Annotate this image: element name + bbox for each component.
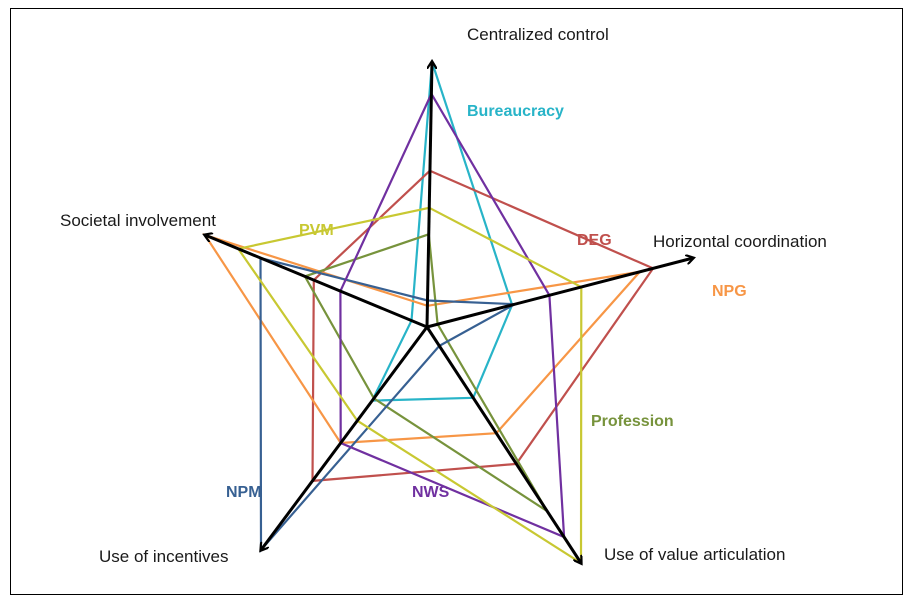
axis-arrow-societal-involvement — [205, 235, 428, 329]
diagram-frame — [10, 8, 903, 595]
series-layer — [202, 61, 655, 566]
series-polygon-npg — [202, 233, 643, 445]
axis-label-use-of-incentives: Use of incentives — [99, 547, 228, 566]
series-label-nws: NWS — [412, 484, 450, 501]
series-polygon-profession — [303, 232, 549, 513]
series-label-npg: NPG — [712, 283, 747, 300]
axis-label-horizontal-coordination: Horizontal coordination — [653, 232, 827, 251]
axis-label-use-of-value-articulation: Use of value articulation — [604, 545, 785, 564]
axis-arrow-centralized-control — [425, 62, 432, 328]
series-polygon-nws — [339, 91, 566, 539]
series-polygon-pvm — [236, 206, 583, 566]
series-label-npm: NPM — [226, 484, 262, 501]
series-label-deg: DEG — [577, 232, 612, 249]
axis-arrow-use-of-value-articulation — [425, 326, 581, 563]
series-polygon-bureaucracy — [370, 61, 514, 402]
axis-label-centralized-control: Centralized control — [467, 25, 609, 44]
axis-arrow-horizontal-coordination — [426, 258, 693, 329]
axis-layer — [205, 62, 693, 563]
series-label-bureaucracy: Bureaucracy — [467, 103, 564, 120]
axis-arrow-use-of-incentives — [261, 326, 429, 550]
series-label-pvm: PVM — [299, 222, 334, 239]
series-polygon-deg — [311, 169, 655, 483]
series-label-profession: Profession — [591, 413, 674, 430]
axis-label-societal-involvement: Societal involvement — [60, 211, 216, 230]
